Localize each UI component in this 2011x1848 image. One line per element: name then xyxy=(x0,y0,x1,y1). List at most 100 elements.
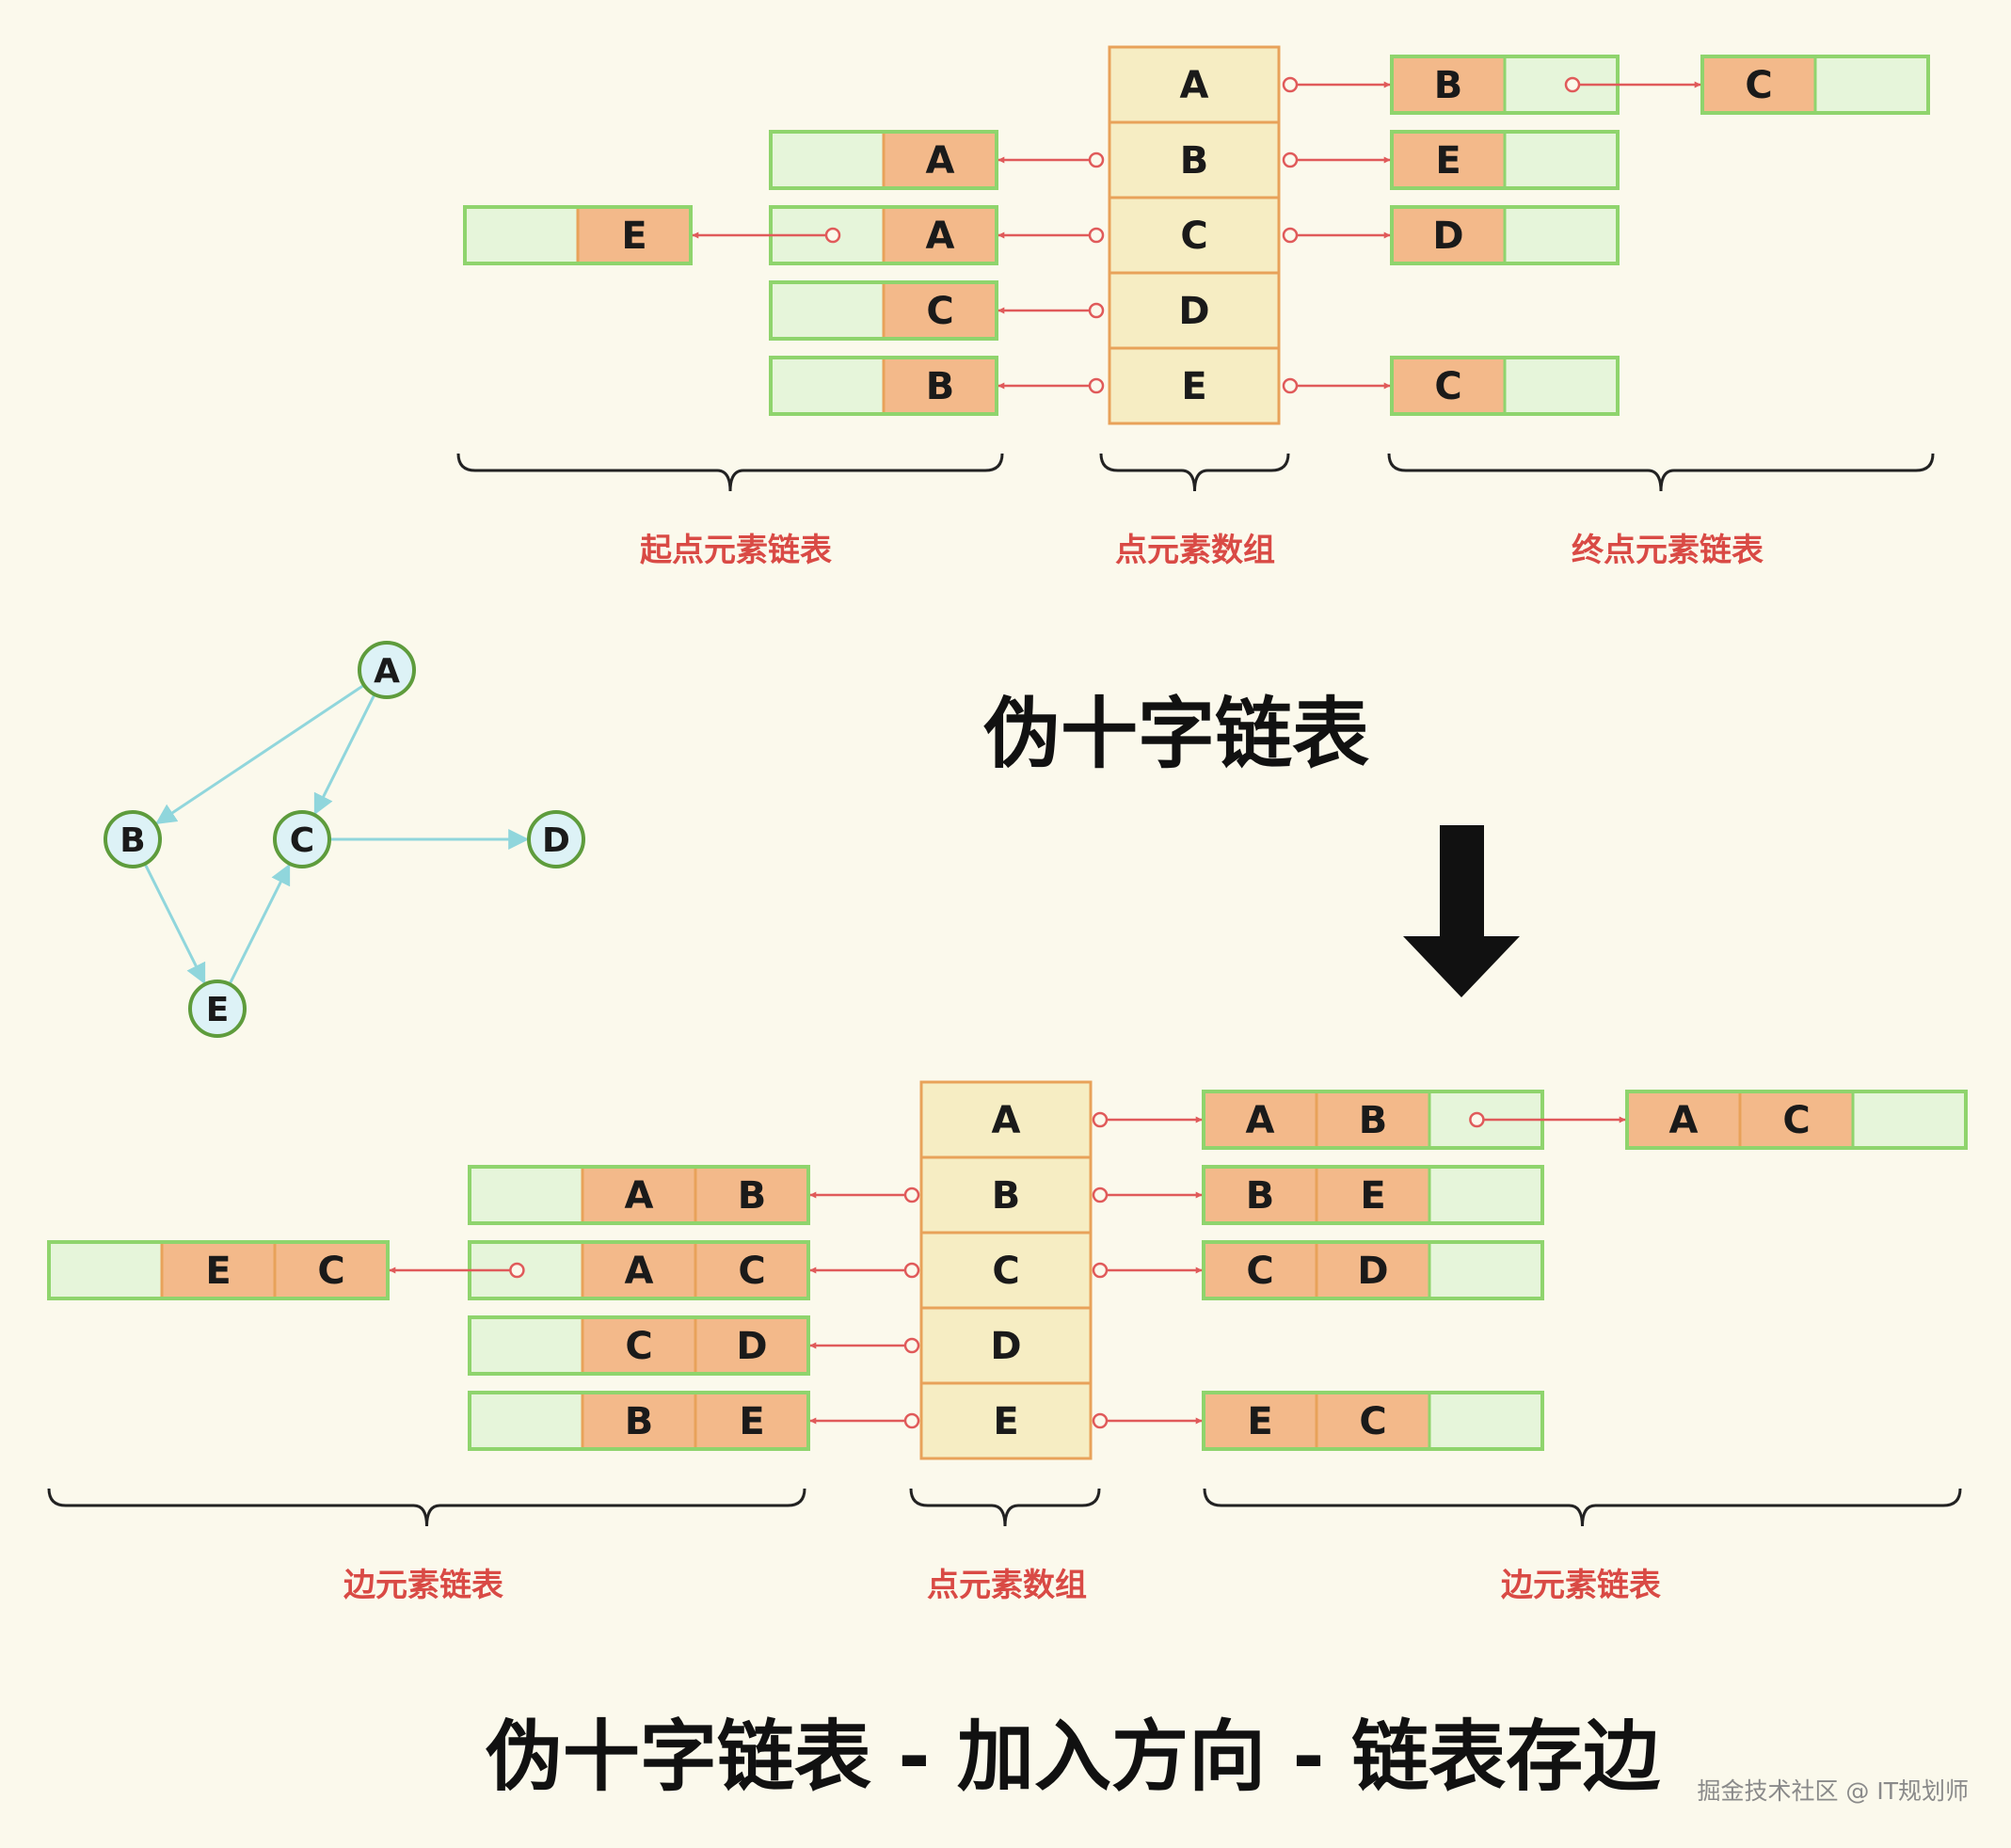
in-edge-1-0-to-label: B xyxy=(738,1174,767,1218)
bottom-right-brace xyxy=(1203,1488,1962,1527)
start-node-2-0-data xyxy=(882,205,998,265)
bottom-array-cell-D-label: D xyxy=(990,1325,1021,1368)
start-node-3-0-data-label: C xyxy=(926,290,953,333)
top-start-brace xyxy=(456,453,1004,492)
graph-node-A xyxy=(358,641,416,699)
top-array-cell-A-label: A xyxy=(1180,64,1209,107)
end-node-2-0-data xyxy=(1390,205,1507,265)
out-edge-2-0-from-label: C xyxy=(1246,1250,1273,1293)
out-pointer-0-1-origin xyxy=(1469,1111,1485,1128)
bottom-left-brace xyxy=(47,1488,806,1527)
end-list-label: 终点元素链表 xyxy=(1572,532,1764,569)
bottom-array-label: 点元素数组 xyxy=(927,1567,1087,1604)
bottom-array-cell-E-label: E xyxy=(993,1400,1018,1443)
end-node-2-0-frame xyxy=(1390,205,1620,265)
end-node-2-0-data-label: D xyxy=(1432,215,1463,258)
graph-node-B xyxy=(104,810,162,868)
start-node-1-0-next xyxy=(769,130,886,190)
watermark: 掘金技术社区 @ IT规划师 xyxy=(1697,1777,1969,1805)
out-edge-4-0-frame xyxy=(1202,1391,1544,1451)
graph-node-E xyxy=(188,980,247,1038)
start-list-label: 起点元素链表 xyxy=(640,532,832,569)
top-array-brace xyxy=(1099,453,1290,492)
top-array-border xyxy=(1108,45,1281,425)
end-pointer-2-0-origin xyxy=(1282,227,1299,244)
out-edge-0-1-next xyxy=(1851,1090,1968,1150)
end-pointer-0-1-origin xyxy=(1564,76,1581,93)
out-edge-1-0-from-label: B xyxy=(1246,1174,1275,1218)
top-array-cell-E-label: E xyxy=(1181,365,1206,408)
start-pointer-2-1-origin xyxy=(824,227,841,244)
bottom-array-border xyxy=(919,1080,1093,1460)
top-title: 伪十字链表 xyxy=(983,690,1369,779)
end-node-0-1-data-label: C xyxy=(1745,64,1772,107)
bottom-array-cell-B-label: B xyxy=(992,1174,1021,1218)
in-pointer-4-0-origin xyxy=(903,1412,920,1429)
start-node-1-0-data xyxy=(882,130,998,190)
in-edge-2-1-frame xyxy=(47,1240,390,1300)
bottom-array-brace xyxy=(909,1488,1101,1527)
graph-node-A-label: A xyxy=(374,652,400,691)
start-node-1-0-data-label: A xyxy=(926,139,955,183)
start-pointer-1-0-origin xyxy=(1088,151,1105,168)
end-node-1-0-frame xyxy=(1390,130,1620,190)
out-edge-1-0-next xyxy=(1428,1165,1544,1225)
in-edge-2-0-from-label: A xyxy=(625,1250,654,1293)
out-edge-0-1-frame xyxy=(1625,1090,1968,1150)
end-pointer-1-0-origin xyxy=(1282,151,1299,168)
in-edge-3-0-next xyxy=(468,1315,584,1376)
graph-node-E-label: E xyxy=(206,991,230,1029)
out-edge-2-0-to xyxy=(1315,1240,1431,1300)
bottom-title: 伪十字链表 - 加入方向 - 链表存边 xyxy=(486,1713,1660,1802)
out-pointer-4-0-origin xyxy=(1092,1412,1109,1429)
end-node-1-0-data-label: E xyxy=(1435,139,1460,183)
end-node-0-0-data-label: B xyxy=(1434,64,1463,107)
out-edge-2-0-to-label: D xyxy=(1357,1250,1388,1293)
in-pointer-2-1-origin xyxy=(509,1262,525,1279)
bottom-array-cell-A-label: A xyxy=(992,1099,1021,1142)
in-edge-4-0-to-label: E xyxy=(739,1400,764,1443)
start-node-2-1-next xyxy=(463,205,580,265)
top-array-label: 点元素数组 xyxy=(1115,532,1275,569)
graph-node-D xyxy=(527,810,585,868)
in-edge-1-0-from-label: A xyxy=(625,1174,654,1218)
start-pointer-4-0-origin xyxy=(1088,377,1105,394)
end-node-0-1-next xyxy=(1813,55,1930,115)
start-node-4-0-frame xyxy=(769,356,998,416)
start-node-2-1-frame xyxy=(463,205,693,265)
out-edge-0-0-from xyxy=(1202,1090,1318,1150)
graph-node-B-label: B xyxy=(120,821,145,860)
end-node-4-0-frame xyxy=(1390,356,1620,416)
out-edge-0-0-from-label: A xyxy=(1246,1099,1275,1142)
graph-node-D-label: D xyxy=(542,821,570,860)
in-edge-2-1-to-label: C xyxy=(317,1250,344,1293)
out-edge-1-0-to-label: E xyxy=(1360,1174,1385,1218)
in-edge-3-0-frame xyxy=(468,1315,810,1376)
bottom-array-cell-C-label: C xyxy=(992,1250,1019,1293)
end-pointer-4-0-origin xyxy=(1282,377,1299,394)
out-edge-0-1-from-label: A xyxy=(1669,1099,1699,1142)
out-edge-4-0-next xyxy=(1428,1391,1544,1451)
start-pointer-3-0-origin xyxy=(1088,302,1105,319)
start-node-3-0-frame xyxy=(769,280,998,341)
left-edge-list-label: 边元素链表 xyxy=(343,1567,503,1604)
down-arrow-icon xyxy=(1403,825,1520,997)
in-edge-1-0-next xyxy=(468,1165,584,1225)
out-edge-0-0-to-label: B xyxy=(1359,1099,1388,1142)
out-edge-2-0-from xyxy=(1202,1240,1318,1300)
out-edge-2-0-next xyxy=(1428,1240,1544,1300)
out-pointer-2-0-origin xyxy=(1092,1262,1109,1279)
end-node-4-0-next xyxy=(1503,356,1620,416)
start-node-4-0-next xyxy=(769,356,886,416)
top-array-cell-C-label: C xyxy=(1180,215,1207,258)
out-edge-4-0-to-label: C xyxy=(1359,1400,1386,1443)
in-edge-3-0-from-label: C xyxy=(625,1325,652,1368)
end-pointer-0-0-origin xyxy=(1282,76,1299,93)
end-node-0-1-frame xyxy=(1700,55,1930,115)
in-edge-2-0-to-label: C xyxy=(738,1250,765,1293)
graph-edge-E-C xyxy=(228,863,291,985)
out-pointer-1-0-origin xyxy=(1092,1187,1109,1203)
start-node-2-0-data-label: A xyxy=(926,215,955,258)
graph-node-C-label: C xyxy=(290,821,314,860)
